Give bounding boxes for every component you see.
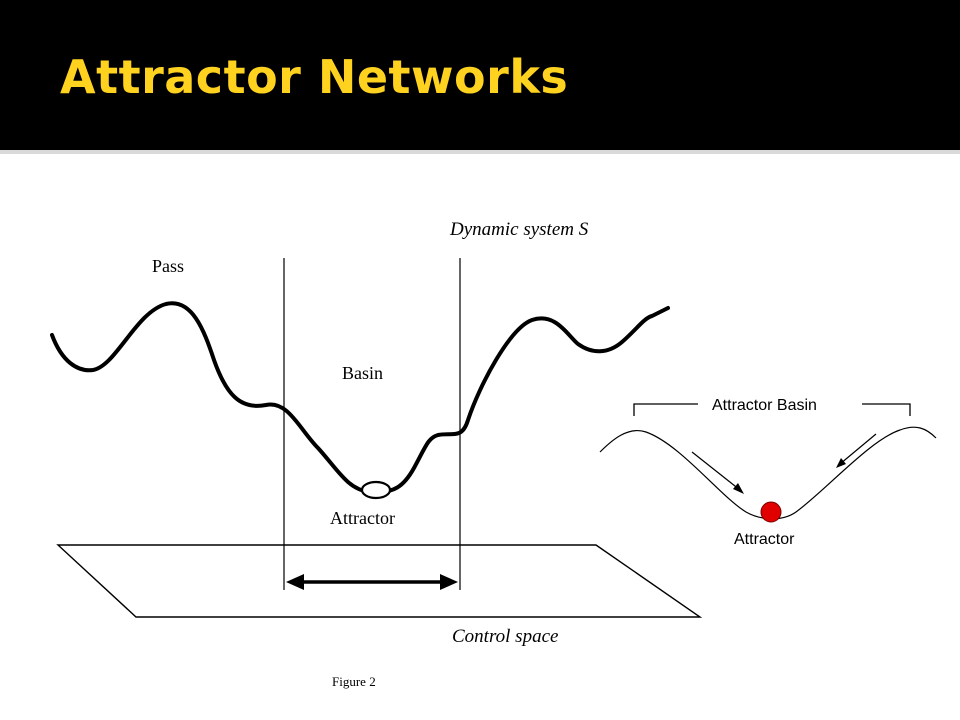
basin-width-arrowhead-left [286,574,304,590]
slide-title: Attractor Networks [60,50,569,104]
right-figure: Attractor Basin Attractor [599,397,937,548]
title-bar: Attractor Networks [0,0,960,150]
energy-landscape-curve [50,301,670,495]
attractor-label-right: Attractor [734,531,795,548]
control-space-plane [56,544,703,618]
basin-bracket [633,403,911,416]
pass-label: Pass [152,256,184,276]
control-space-label: Control space [452,626,558,647]
flow-arrow-right [836,433,877,468]
figure-caption: Figure 2 [332,674,376,689]
attractor-ball [760,501,782,523]
title-divider [0,150,960,154]
attractor-label-left: Attractor [330,508,395,528]
basin-label: Basin [342,363,383,383]
attractor-marker [360,480,392,500]
flow-arrow-left [691,451,744,494]
attractor-basin-label: Attractor Basin [712,397,817,414]
left-figure: Dynamic system S Pass Basin Attractor Co… [50,219,703,689]
basin-width-arrowhead-right [440,574,458,590]
dynamic-system-label: Dynamic system S [449,219,589,240]
